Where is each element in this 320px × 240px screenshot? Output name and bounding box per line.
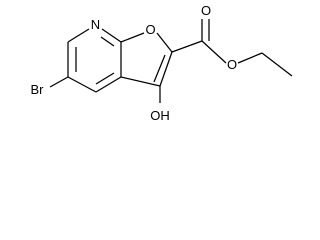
- bond-ch2-ch3: [261, 52, 293, 77]
- bond-c7a-n: [101, 28, 122, 43]
- atom-labels: N O O O Br OH: [31, 3, 238, 123]
- bond-o-c2: [156, 32, 173, 53]
- atom-label-br: Br: [31, 82, 45, 97]
- bond-c7a-o: [120, 32, 145, 43]
- bond-c3-c3a: [120, 76, 161, 87]
- bond-n-c6: [67, 28, 90, 43]
- atom-label-o-ester: O: [227, 57, 237, 72]
- atom-label-oh: OH: [150, 108, 170, 123]
- bond-c7a-n-double: [100, 36, 115, 47]
- atom-label-n: N: [91, 17, 100, 32]
- bond-c2-c3-double: [153, 54, 166, 83]
- bond-c5-br: [49, 76, 69, 88]
- bond-c4-c3a: [95, 76, 122, 93]
- bond-carbonyl-c-oester: [201, 40, 227, 64]
- bond-c2-carbonyl-c: [171, 40, 203, 53]
- chemical-structure: N O O O Br OH: [31, 3, 293, 123]
- bond-c5-c4: [67, 76, 97, 93]
- atom-label-o-ring: O: [145, 22, 155, 37]
- bond-c4-c3a-double: [95, 72, 115, 85]
- atom-label-o-carbonyl: O: [201, 3, 211, 18]
- bond-c2-c3: [159, 51, 173, 87]
- bonds: [49, 19, 293, 103]
- bond-oester-ch2: [237, 52, 263, 64]
